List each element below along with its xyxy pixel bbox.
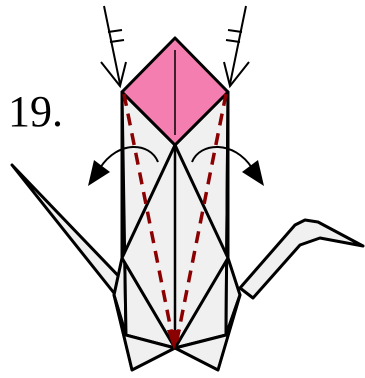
push-arrow-right	[229, 5, 247, 85]
push-arrow-left	[103, 5, 121, 85]
swing-arrow-right	[191, 146, 253, 169]
swing-arrow-left	[99, 146, 159, 169]
left-wing	[10, 163, 132, 300]
step-number: 19.	[8, 87, 63, 136]
valley-fold-arrowhead	[167, 330, 181, 350]
valley-fold-line-right	[174, 93, 228, 346]
right-wing	[238, 218, 365, 300]
valley-fold-line-left	[122, 93, 176, 346]
